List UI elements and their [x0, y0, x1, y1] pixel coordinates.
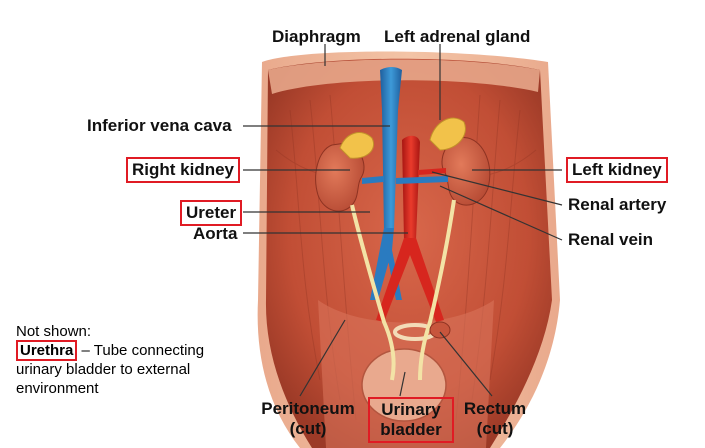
rectum-label-line2: (cut) [476, 419, 514, 438]
left-adrenal-shape [429, 117, 466, 151]
inferior-vena-cava-label: Inferior vena cava [87, 116, 232, 135]
diaphragm-label: Diaphragm [272, 27, 361, 46]
note-heading: Not shown: [16, 323, 92, 340]
rectum-label: Rectum (cut) [460, 399, 530, 439]
leader-lines [243, 44, 563, 397]
renal-artery-label: Renal artery [568, 195, 667, 214]
peritoneum-label-line1: Peritoneum [261, 399, 355, 418]
peritoneum-label-line2: (cut) [289, 419, 327, 438]
right-kidney-shape [315, 142, 365, 212]
urinary-bladder-label-line1: Urinary [381, 400, 441, 419]
peritoneum-label: Peritoneum (cut) [258, 399, 358, 439]
urinary-bladder-label-line2: bladder [380, 420, 442, 439]
right-adrenal-shape [339, 132, 374, 159]
left-ureter-shape [418, 199, 456, 381]
ureter-label: Ureter [180, 200, 243, 226]
aorta-label: Aorta [193, 224, 238, 243]
torso-illustration [248, 50, 566, 448]
left-kidney-label: Left kidney [566, 157, 668, 183]
urethra-term: Urethra [16, 340, 78, 361]
vena-cava-shape [380, 67, 402, 230]
right-kidney-label: Right kidney [126, 157, 241, 183]
urinary-bladder-shape [361, 348, 447, 422]
aorta-shape [402, 135, 420, 240]
urinary-bladder-label: Urinary bladder [368, 397, 454, 443]
note-body: Urethra – Tube connecting urinary bladde… [16, 340, 246, 398]
left-adrenal-gland-label: Left adrenal gland [384, 27, 531, 46]
right-ureter-shape [350, 204, 396, 381]
rectum-label-line1: Rectum [463, 399, 527, 418]
renal-vein-label: Renal vein [568, 230, 654, 249]
not-shown-note: Not shown: Urethra – Tube connecting uri… [16, 322, 246, 398]
urethra-definition: – Tube connecting urinary bladder to ext… [16, 342, 205, 397]
